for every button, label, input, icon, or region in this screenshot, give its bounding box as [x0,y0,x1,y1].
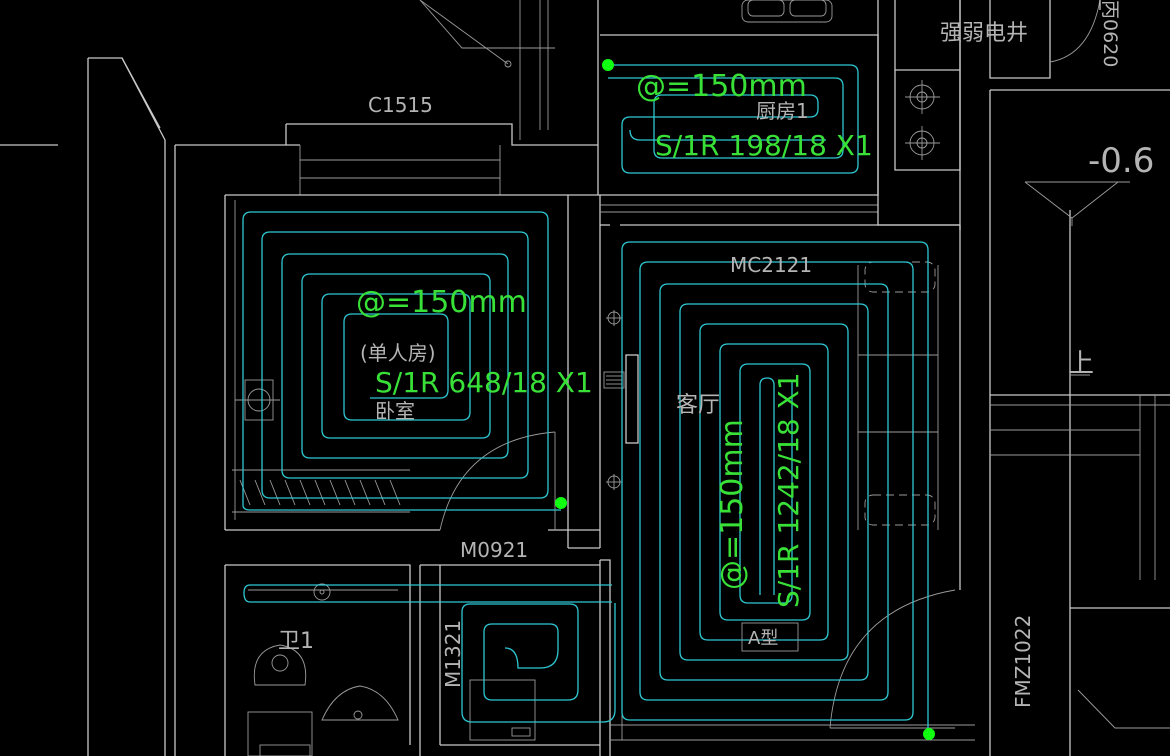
living-pipe-spiral [621,241,929,735]
type-a-box [741,622,799,652]
stair-up-label: 上 [1068,349,1094,379]
door-label-m0921: M0921 [460,538,528,562]
bath-pipe-loop [461,603,616,723]
bedroom-room-label: 卧室 [375,399,415,423]
kitchen-marker [602,59,614,71]
radiator-hatching [239,479,401,506]
door-label-m1321: M1321 [441,620,465,688]
manifold-markers [555,59,935,740]
bedroom-marker [555,497,567,509]
bedroom-spacing-label: @=150mm [356,285,527,320]
door-label-right-top: 丙0620 [1099,0,1121,67]
labels: C1515 强弱电井 丙0620 -0.6 @=150mm 厨房1 S/1R 1… [278,0,1154,708]
kitchen-spec-label: S/1R 198/18 X1 [655,129,873,162]
living-spacing-label: @=150mm [715,419,750,590]
living-marker [923,728,935,740]
kitchen-pipe-loop [608,64,859,174]
living-room-label: 客厅 [676,393,720,418]
bedroom-note-label: (单人房) [360,341,436,365]
heating-pipes [242,64,929,735]
type-a-label: A型 [748,628,778,649]
living-door-label: MC2121 [730,253,812,277]
bedroom-pipe-spiral [242,211,549,505]
elevation-label: -0.6 [1088,141,1154,181]
bath-room-label: 卫1 [278,629,314,654]
bedroom-spec-label: S/1R 648/18 X1 [375,366,593,399]
living-spec-label: S/1R 1242/18 X1 [772,372,805,608]
window-label-c1515: C1515 [368,93,433,117]
kitchen-room-label: 厨房1 [756,99,809,123]
kitchen-spacing-label: @=150mm [636,69,807,104]
weak-shaft-label: 强弱电井 [940,21,1028,46]
fire-door-label: FMZ1022 [1011,615,1035,708]
